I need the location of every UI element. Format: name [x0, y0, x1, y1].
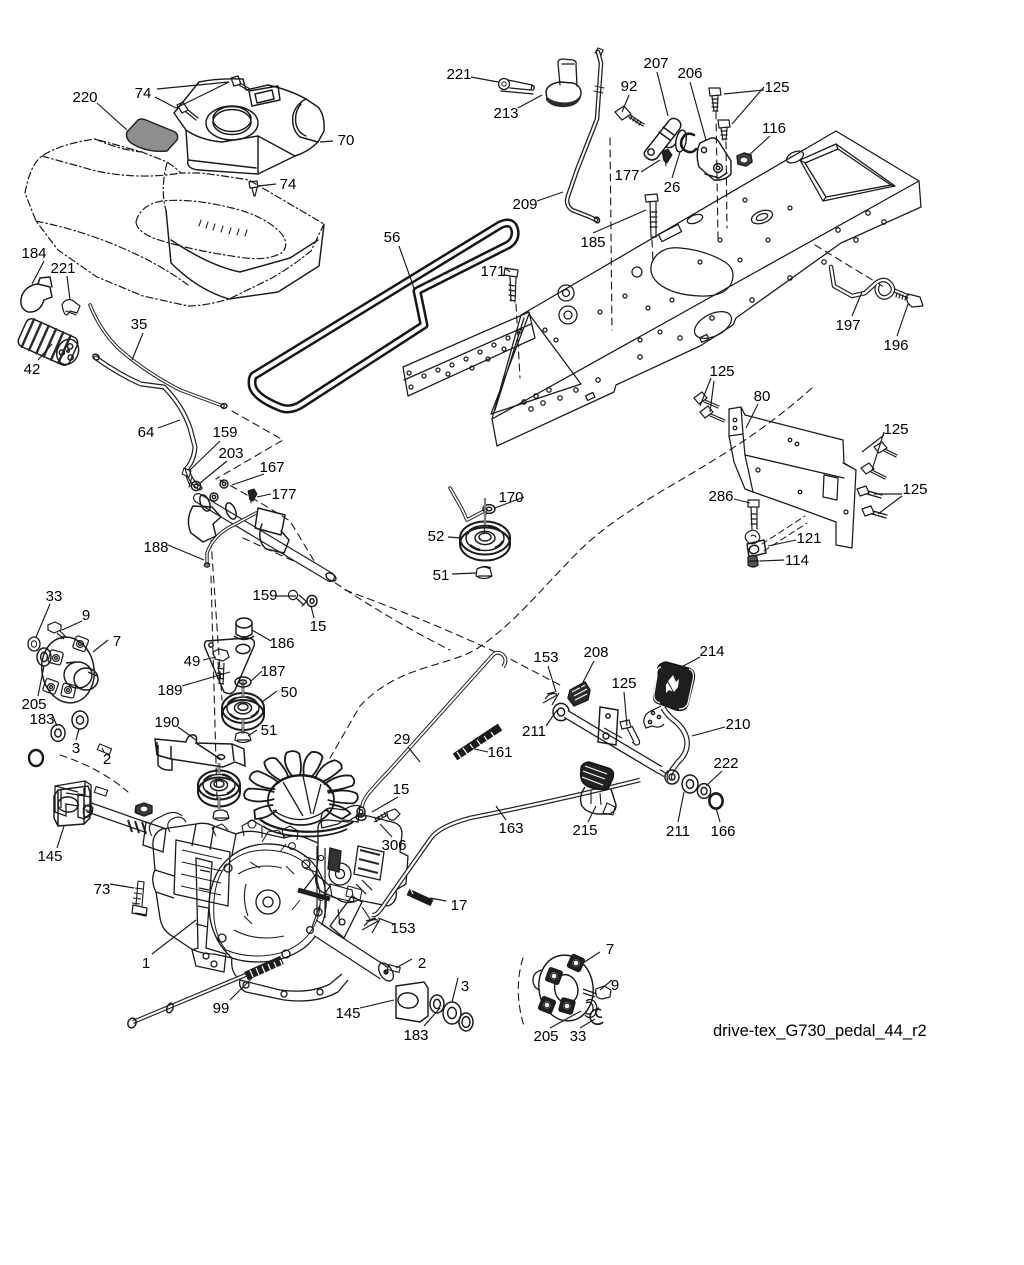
svg-text:9: 9 — [611, 977, 619, 994]
svg-text:222: 222 — [713, 755, 738, 772]
svg-text:163: 163 — [498, 820, 523, 837]
svg-text:2: 2 — [418, 955, 426, 972]
svg-text:207: 207 — [643, 55, 668, 72]
svg-text:145: 145 — [335, 1005, 360, 1022]
svg-text:125: 125 — [611, 675, 636, 692]
svg-text:186: 186 — [269, 635, 294, 652]
svg-text:220: 220 — [72, 89, 97, 106]
svg-text:205: 205 — [21, 696, 46, 713]
svg-text:159: 159 — [212, 424, 237, 441]
svg-text:51: 51 — [433, 567, 450, 584]
svg-text:26: 26 — [664, 179, 681, 196]
svg-text:183: 183 — [29, 711, 54, 728]
svg-text:121: 121 — [796, 530, 821, 547]
svg-text:166: 166 — [710, 823, 735, 840]
svg-text:33: 33 — [570, 1028, 587, 1045]
svg-text:33: 33 — [46, 588, 63, 605]
svg-text:1: 1 — [142, 955, 150, 972]
svg-text:211: 211 — [522, 723, 546, 740]
svg-text:80: 80 — [754, 388, 771, 405]
svg-text:3: 3 — [461, 978, 469, 995]
svg-text:190: 190 — [154, 714, 179, 731]
svg-text:52: 52 — [428, 528, 445, 545]
svg-text:73: 73 — [94, 881, 111, 898]
svg-text:7: 7 — [113, 633, 121, 650]
svg-text:189: 189 — [157, 682, 182, 699]
svg-text:196: 196 — [883, 337, 908, 354]
svg-text:50: 50 — [281, 684, 298, 701]
svg-text:3: 3 — [72, 740, 80, 757]
svg-text:125: 125 — [764, 79, 789, 96]
svg-text:125: 125 — [902, 481, 927, 498]
svg-text:42: 42 — [24, 361, 41, 378]
svg-text:159: 159 — [252, 587, 277, 604]
svg-text:211: 211 — [666, 823, 690, 840]
svg-text:221: 221 — [446, 66, 471, 83]
svg-text:167: 167 — [259, 459, 284, 476]
svg-text:306: 306 — [381, 837, 406, 854]
svg-text:56: 56 — [384, 229, 401, 246]
svg-text:70: 70 — [338, 132, 355, 149]
svg-text:49: 49 — [184, 653, 201, 670]
svg-text:209: 209 — [512, 196, 537, 213]
svg-text:114: 114 — [785, 552, 809, 569]
svg-text:203: 203 — [218, 445, 243, 462]
svg-text:125: 125 — [709, 363, 734, 380]
svg-text:206: 206 — [677, 65, 702, 82]
svg-text:153: 153 — [533, 649, 558, 666]
svg-text:177: 177 — [271, 486, 296, 503]
svg-text:drive-tex_G730_pedal_44_r2: drive-tex_G730_pedal_44_r2 — [713, 1022, 927, 1040]
svg-text:205: 205 — [533, 1028, 558, 1045]
svg-text:184: 184 — [21, 245, 46, 262]
svg-text:188: 188 — [143, 539, 168, 556]
svg-text:17: 17 — [451, 897, 468, 914]
svg-text:29: 29 — [394, 731, 411, 748]
svg-text:35: 35 — [131, 316, 148, 333]
svg-text:185: 185 — [580, 234, 605, 251]
svg-text:15: 15 — [310, 618, 327, 635]
svg-text:161: 161 — [487, 744, 512, 761]
svg-text:214: 214 — [699, 643, 724, 660]
svg-text:183: 183 — [403, 1027, 428, 1044]
svg-text:9: 9 — [82, 607, 90, 624]
svg-text:170: 170 — [498, 489, 523, 506]
svg-text:197: 197 — [835, 317, 860, 334]
svg-text:74: 74 — [280, 176, 297, 193]
svg-text:171: 171 — [480, 263, 505, 280]
svg-text:64: 64 — [138, 424, 155, 441]
svg-text:145: 145 — [37, 848, 62, 865]
svg-text:221: 221 — [50, 260, 75, 277]
svg-text:2: 2 — [103, 751, 111, 768]
svg-text:215: 215 — [572, 822, 597, 839]
svg-text:210: 210 — [725, 716, 750, 733]
svg-text:187: 187 — [260, 663, 285, 680]
svg-text:99: 99 — [213, 1000, 230, 1017]
svg-text:116: 116 — [762, 120, 786, 137]
svg-text:92: 92 — [621, 78, 638, 95]
svg-text:177: 177 — [614, 167, 639, 184]
svg-text:51: 51 — [261, 722, 278, 739]
svg-text:125: 125 — [883, 421, 908, 438]
svg-text:15: 15 — [393, 781, 410, 798]
svg-text:213: 213 — [493, 105, 518, 122]
svg-text:7: 7 — [606, 941, 614, 958]
svg-text:286: 286 — [708, 488, 733, 505]
svg-text:208: 208 — [583, 644, 608, 661]
svg-text:153: 153 — [390, 920, 415, 937]
svg-text:74: 74 — [135, 85, 152, 102]
